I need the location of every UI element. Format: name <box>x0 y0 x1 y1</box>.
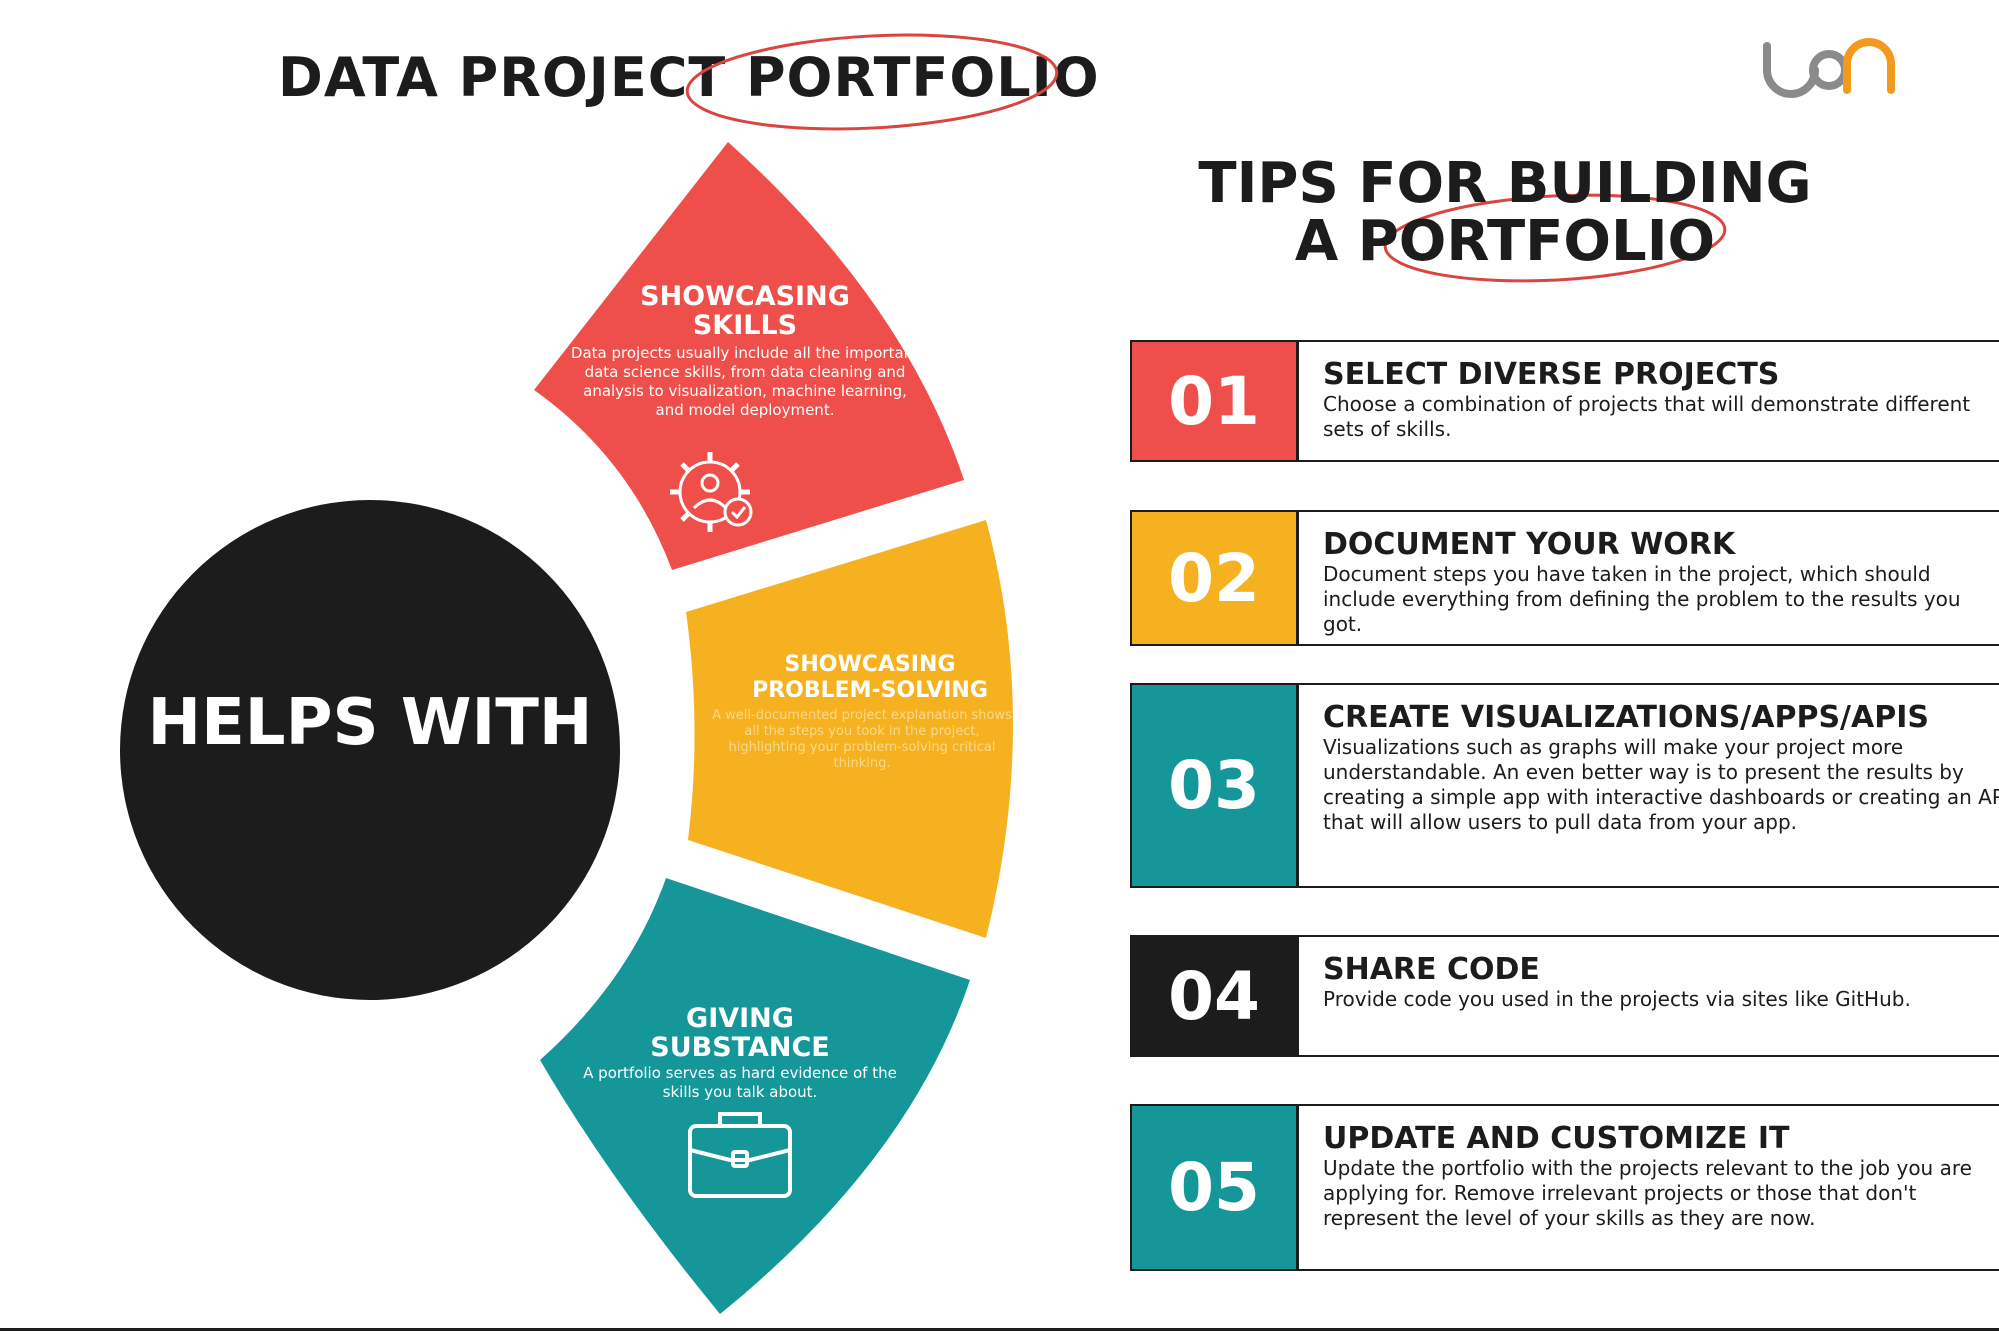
tip-title: DOCUMENT YOUR WORK <box>1323 527 1736 562</box>
logo-icon <box>1763 38 1895 98</box>
tip-box: SELECT DIVERSE PROJECTS Choose a combina… <box>1297 340 1999 462</box>
tip-title: UPDATE AND CUSTOMIZE IT <box>1323 1121 1790 1156</box>
tip-box: CREATE VISUALIZATIONS/APPS/APIS Visualiz… <box>1297 683 1999 888</box>
segment-problem-solving-title: SHOWCASING PROBLEM-SOLVING <box>752 652 988 703</box>
helps-with-label: HELPS WITH <box>147 686 593 760</box>
bottom-border <box>0 1328 1999 1331</box>
tip-text: Document steps you have taken in the pro… <box>1323 562 1961 636</box>
segment-red-shape <box>534 142 964 570</box>
tip-title: SELECT DIVERSE PROJECTS <box>1323 357 1780 392</box>
segment-substance-title: GIVING SUBSTANCE <box>650 1003 830 1063</box>
tip-title: CREATE VISUALIZATIONS/APPS/APIS <box>1323 700 1929 735</box>
tip-text: Provide code you used in the projects vi… <box>1323 987 1911 1011</box>
tip-title: SHARE CODE <box>1323 952 1540 987</box>
tips-title-line2: A PORTFOLIO <box>1294 209 1716 274</box>
tip-number: 01 <box>1130 340 1298 462</box>
tip-box: UPDATE AND CUSTOMIZE IT Update the portf… <box>1297 1104 1999 1271</box>
segment-problem-solving-text: A well-documented project explanation sh… <box>712 708 1012 771</box>
segment-skills-text: Data projects usually include all the im… <box>570 344 920 419</box>
tip-box: SHARE CODE Provide code you used in the … <box>1297 935 1999 1057</box>
tip-number: 05 <box>1130 1104 1298 1271</box>
tip-number: 04 <box>1130 935 1298 1057</box>
segment-skills-title: SHOWCASING SKILLS <box>640 281 850 341</box>
segment-teal-shape <box>540 878 970 1314</box>
tips-title: TIPS FOR BUILDING A PORTFOLIO <box>1180 155 1830 271</box>
helps-with-circle <box>120 500 620 1000</box>
title-highlight-ellipse <box>685 33 1059 131</box>
segment-yellow-shape <box>686 520 1013 938</box>
tips-title-line1: TIPS FOR BUILDING <box>1198 151 1812 216</box>
tips-title-highlight-ellipse <box>1383 193 1727 283</box>
tip-box: DOCUMENT YOUR WORK Document steps you ha… <box>1297 510 1999 646</box>
briefcase-icon <box>688 1112 792 1198</box>
gear-user-check-icon <box>670 452 753 532</box>
tip-number: 03 <box>1130 683 1298 888</box>
tip-text: Visualizations such as graphs will make … <box>1323 735 1999 834</box>
tip-text: Choose a combination of projects that wi… <box>1323 392 1971 441</box>
segment-substance-text: A portfolio serves as hard evidence of t… <box>583 1064 897 1101</box>
tip-number: 02 <box>1130 510 1298 646</box>
tip-text: Update the portfolio with the projects r… <box>1323 1156 1972 1230</box>
